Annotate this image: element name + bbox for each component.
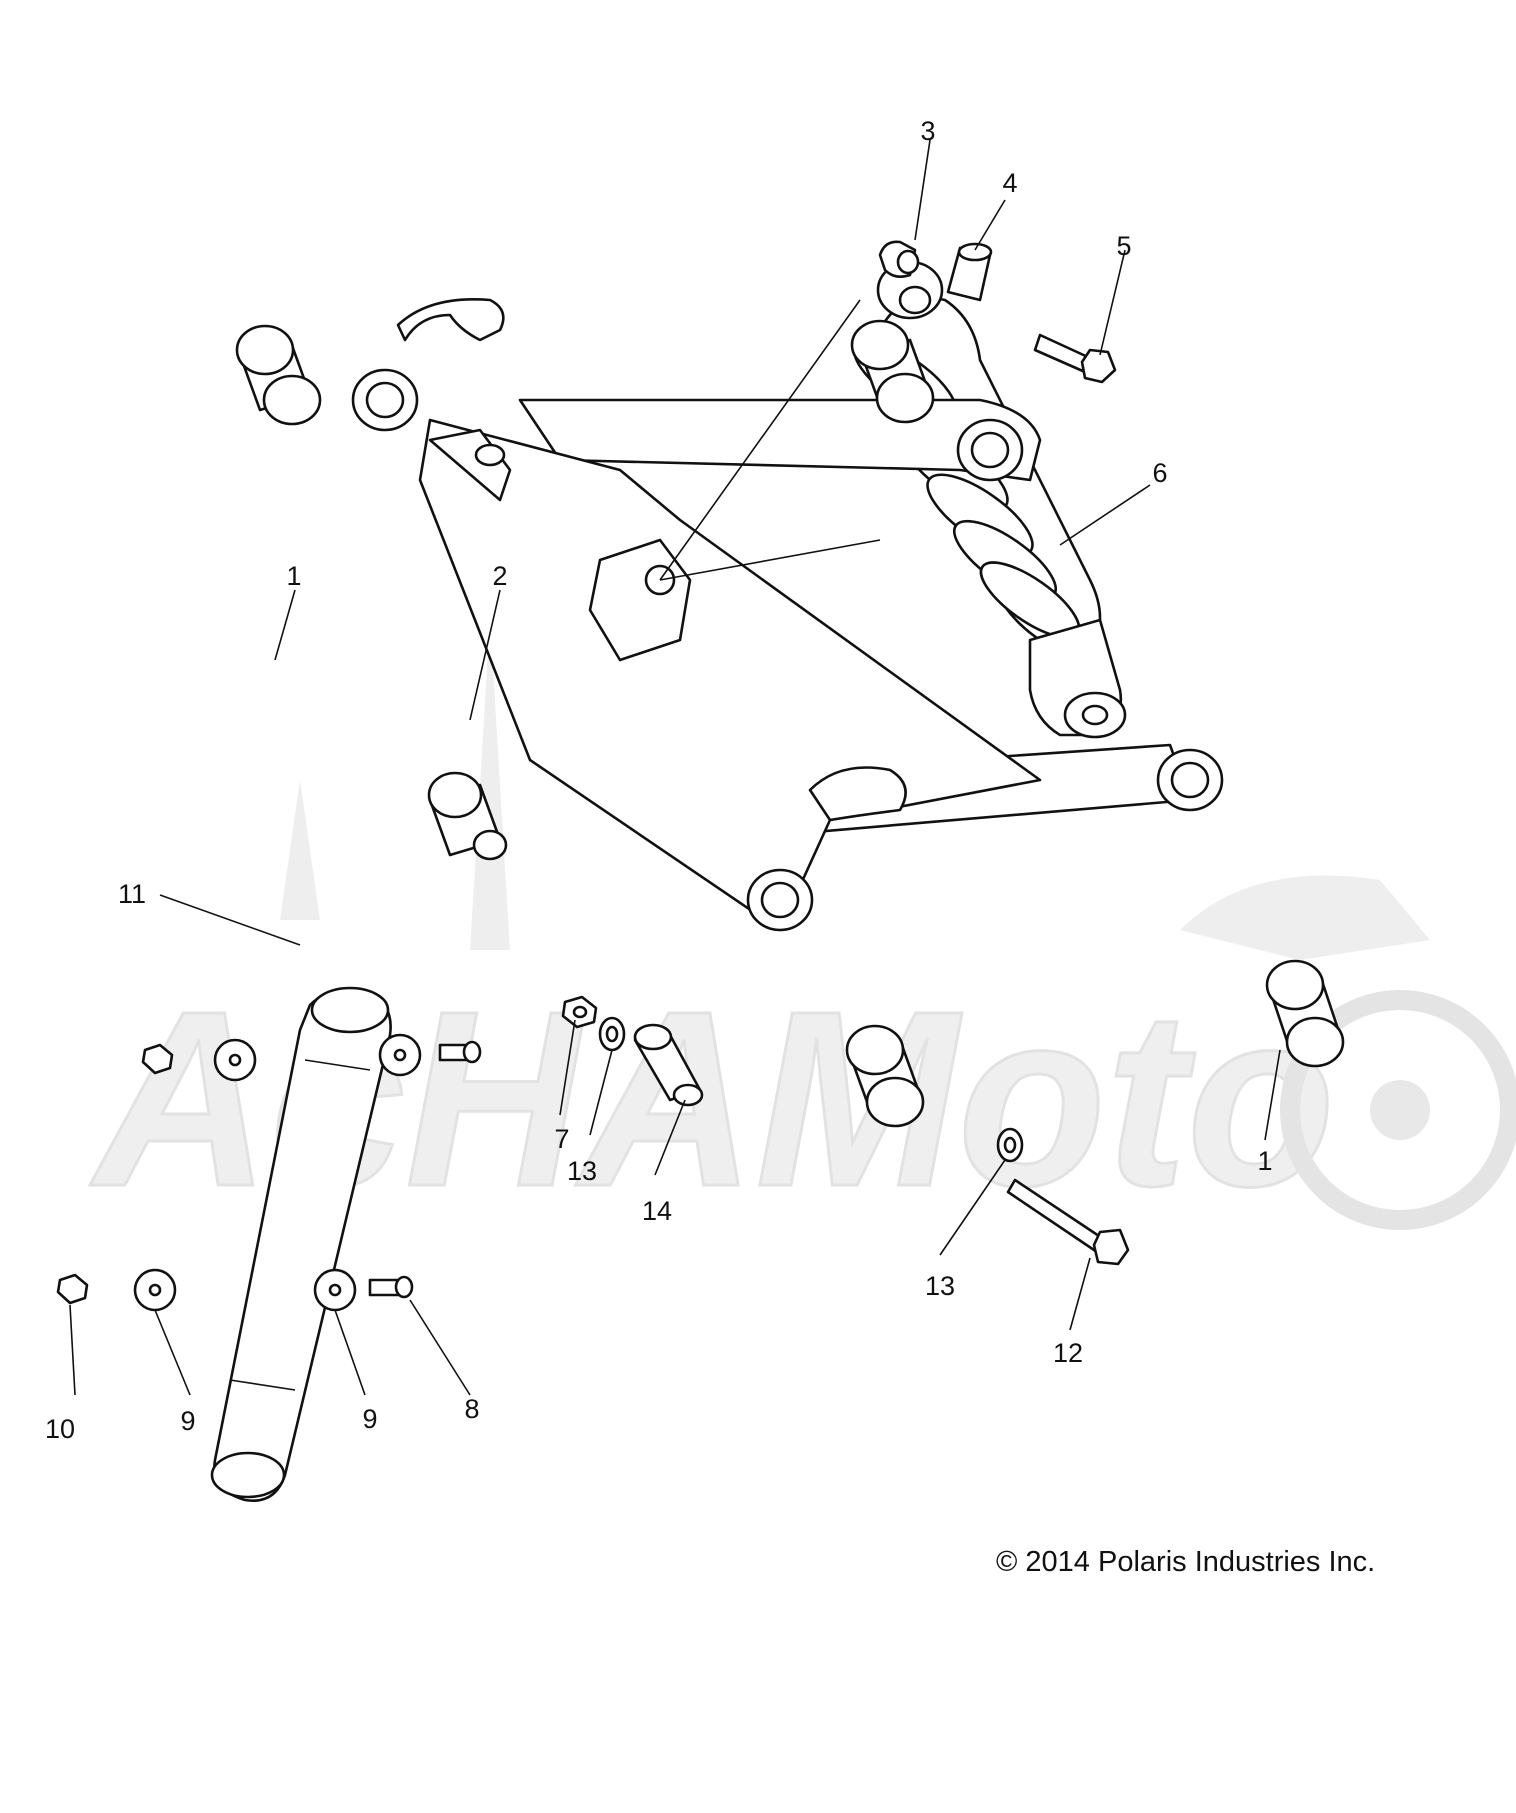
callout-2: 2 bbox=[492, 561, 507, 591]
callout-13-right: 13 bbox=[925, 1271, 955, 1301]
callout-8: 8 bbox=[464, 1394, 479, 1424]
spacer-14 bbox=[633, 1023, 704, 1107]
washer-13b bbox=[996, 1127, 1024, 1163]
copyright-notice: © 2014 Polaris Industries Inc. bbox=[996, 1546, 1376, 1578]
link-hardware-upper bbox=[141, 1033, 482, 1082]
callout-5: 5 bbox=[1116, 231, 1131, 261]
callout-9-left: 9 bbox=[180, 1406, 195, 1436]
watermark-hub bbox=[1370, 1080, 1430, 1140]
link-hardware-lower bbox=[56, 1268, 414, 1312]
callout-10: 10 bbox=[45, 1414, 75, 1444]
washer-13a bbox=[598, 1016, 626, 1052]
spacer-sleeve-4 bbox=[946, 242, 993, 302]
bushing-1-rear bbox=[235, 324, 322, 426]
link-arm-11 bbox=[210, 986, 392, 1503]
bushing-1-front bbox=[1265, 959, 1345, 1068]
watermark-moto-body bbox=[1180, 875, 1430, 960]
watermark-tower bbox=[280, 620, 510, 950]
bolt-5 bbox=[1033, 333, 1117, 384]
leader-lines bbox=[69, 139, 1281, 1396]
callout-labels: 3 4 5 6 1 2 11 7 13 14 1 13 12 10 9 9 8 bbox=[45, 116, 1273, 1444]
callout-7: 7 bbox=[554, 1124, 569, 1154]
watermark-logo: AcHAMoto bbox=[88, 620, 1516, 1240]
callout-4: 4 bbox=[1002, 168, 1017, 198]
watermark-wheel bbox=[1280, 990, 1516, 1230]
callout-14: 14 bbox=[642, 1196, 672, 1226]
callout-6: 6 bbox=[1152, 458, 1167, 488]
callout-3: 3 bbox=[920, 116, 935, 146]
bushing-front-left bbox=[845, 1024, 925, 1128]
bushing-mid bbox=[427, 771, 508, 861]
bolt-12 bbox=[1006, 1178, 1130, 1266]
callout-13-left: 13 bbox=[567, 1156, 597, 1186]
callout-1-front: 1 bbox=[1257, 1146, 1272, 1176]
callout-1-rear: 1 bbox=[286, 561, 301, 591]
bushing-cap-3 bbox=[878, 240, 920, 278]
nut-7 bbox=[561, 995, 598, 1029]
swing-arm-loop-front bbox=[808, 766, 907, 822]
bushing-1-right-rear bbox=[850, 319, 935, 424]
callout-11: 11 bbox=[118, 879, 146, 909]
swing-arm-loop-2 bbox=[396, 298, 505, 342]
callout-12: 12 bbox=[1053, 1338, 1083, 1368]
callout-9-right: 9 bbox=[362, 1404, 377, 1434]
